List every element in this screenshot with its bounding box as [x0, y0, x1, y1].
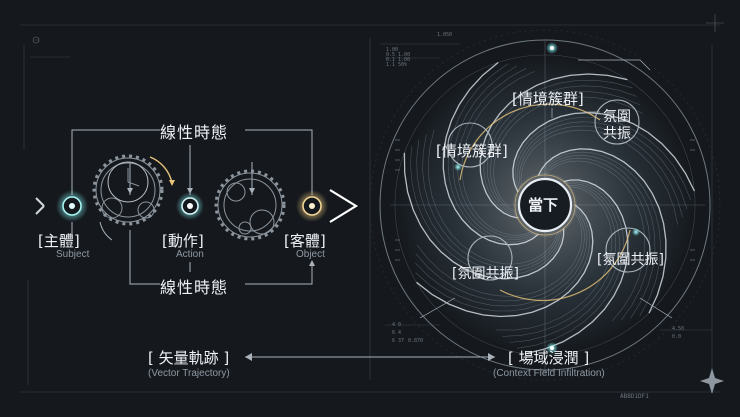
vortex-swirl [403, 61, 695, 355]
resonance-label-top-line2: 共振 [603, 126, 631, 142]
vortex-arm [415, 208, 588, 307]
vortex-arm [541, 155, 656, 319]
blueprint-frame [20, 24, 720, 393]
vortex-arm [496, 186, 613, 331]
action-sub: Action [176, 249, 204, 260]
subject-sub: Subject [56, 249, 90, 260]
sparkle-icon [700, 368, 724, 394]
vortex-arm [447, 63, 537, 243]
vortex-arm [415, 210, 585, 302]
cluster-node-rings [447, 99, 651, 281]
vortex-arm [415, 206, 591, 312]
action-label: [動作] [162, 232, 204, 250]
vortex-arm [493, 96, 644, 212]
vortex-arm [416, 204, 594, 318]
readout: 1.050 [437, 32, 453, 38]
node-subject [56, 190, 88, 222]
vortex-arm [539, 151, 661, 317]
vortex-arm [502, 185, 617, 337]
context-infiltration-title: [ 場域浸潤 ] [508, 349, 590, 367]
vortex-arm [490, 91, 641, 214]
readout: 1.1 50% [386, 62, 408, 68]
label-leaders [419, 59, 673, 319]
vector-trajectory-title: [ 矢量軌跡 ] [148, 349, 230, 367]
vortex-arm [403, 152, 565, 280]
corner-code: AB8D1DF1 [620, 393, 649, 400]
present-label: 當下 [528, 196, 559, 214]
vortex-arm [479, 73, 628, 219]
cluster-label-left: [情境簇群] [436, 142, 508, 160]
orbit-glow-dots [454, 42, 640, 354]
readout: 6 37 [392, 338, 405, 344]
linear-tense-title-top: 線性時態 [160, 123, 229, 142]
readout: 1.00 [386, 47, 399, 53]
gear-icon [92, 154, 164, 226]
timeline-brackets [71, 129, 313, 285]
readout: 6 4 [392, 330, 402, 336]
readout: 4 0 [392, 322, 402, 328]
vortex-arm [543, 157, 651, 321]
vortex-arm [486, 85, 637, 215]
readout: 0.870 [408, 338, 424, 344]
readout: 0.0 [672, 334, 682, 340]
readout: 0.1 1.00 [386, 57, 411, 63]
vortex-arm [519, 125, 683, 218]
vortex-arm [517, 181, 625, 349]
readout: 4.50 [672, 326, 685, 332]
linear-tense-title-bottom: 線性時態 [160, 278, 229, 297]
context-infiltration-sub: (Context Field Infiltration) [493, 368, 605, 379]
node-action [176, 192, 204, 220]
vortex-arm [461, 71, 535, 236]
gear-icon [214, 169, 286, 241]
present-core [513, 173, 577, 237]
vortex-arm [457, 68, 534, 238]
vortex-arm [520, 129, 678, 225]
object-label: [客體] [284, 232, 326, 250]
vortex-arm [483, 79, 633, 217]
resonance-label-bottom-right: [氛圍共振] [597, 252, 664, 268]
vortex-arm [514, 117, 692, 201]
vortex-arm [427, 129, 558, 265]
vortex-arm [416, 211, 583, 297]
vortex-arm [537, 148, 667, 314]
vortex-arm [509, 183, 620, 343]
resonance-label-top-line1: 氛圍 [603, 109, 631, 125]
readout: 0.5 1.00 [386, 52, 411, 58]
cluster-label-top: [情境簇群] [512, 90, 584, 108]
vortex-arm [512, 111, 695, 193]
node-object [296, 190, 328, 222]
vector-trajectory-sub: (Vector Trajectory) [148, 368, 230, 379]
object-sub: Object [296, 249, 325, 260]
vortex-arm [422, 134, 560, 268]
vortex-arm [545, 160, 646, 322]
resonance-label-bottom-left: [氛圍共振] [452, 266, 519, 282]
vortex-arm [416, 139, 562, 272]
vortex-arm [442, 61, 539, 246]
vortex-arm [525, 179, 629, 355]
bottom-connector [245, 353, 495, 361]
bracket-arrowheads [127, 188, 315, 266]
vortex-arm [410, 145, 563, 276]
subject-label: [主體] [38, 232, 80, 250]
corner-ring-icon [32, 36, 40, 44]
vortex-arm [516, 121, 688, 209]
vortex-arm [452, 65, 536, 241]
